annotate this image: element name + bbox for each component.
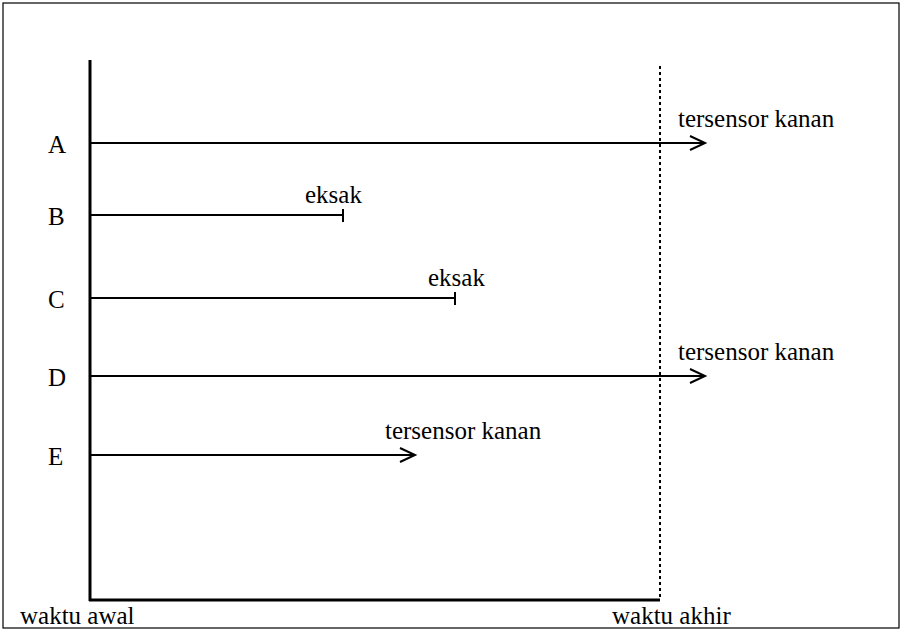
- time-axis: [89, 599, 660, 602]
- subject-line: [90, 142, 705, 144]
- event-label: eksak: [428, 265, 485, 290]
- event-tick: [342, 209, 344, 222]
- event-tick: [454, 292, 456, 305]
- censor-arrowhead: [690, 369, 705, 383]
- event-label: eksak: [305, 182, 362, 207]
- end-time-line: [659, 66, 661, 598]
- row-letter: C: [48, 287, 65, 312]
- censor-arrowhead: [400, 448, 415, 462]
- frame-border: [3, 3, 899, 628]
- row-letter: E: [48, 444, 63, 469]
- censor-label: tersensor kanan: [678, 339, 834, 364]
- subject-line: [90, 375, 705, 377]
- row-letter: D: [48, 365, 66, 390]
- vertical-axis: [89, 60, 92, 601]
- axis-label: waktu akhir: [612, 603, 731, 628]
- censor-label: tersensor kanan: [385, 418, 541, 443]
- axis-label: waktu awal: [20, 603, 135, 628]
- censor-arrowhead: [690, 136, 705, 150]
- row-letter: A: [48, 132, 66, 157]
- subject-line: [90, 297, 455, 299]
- censor-label: tersensor kanan: [678, 106, 834, 131]
- subject-line: [90, 454, 415, 456]
- subject-line: [90, 214, 343, 216]
- row-letter: B: [48, 204, 65, 229]
